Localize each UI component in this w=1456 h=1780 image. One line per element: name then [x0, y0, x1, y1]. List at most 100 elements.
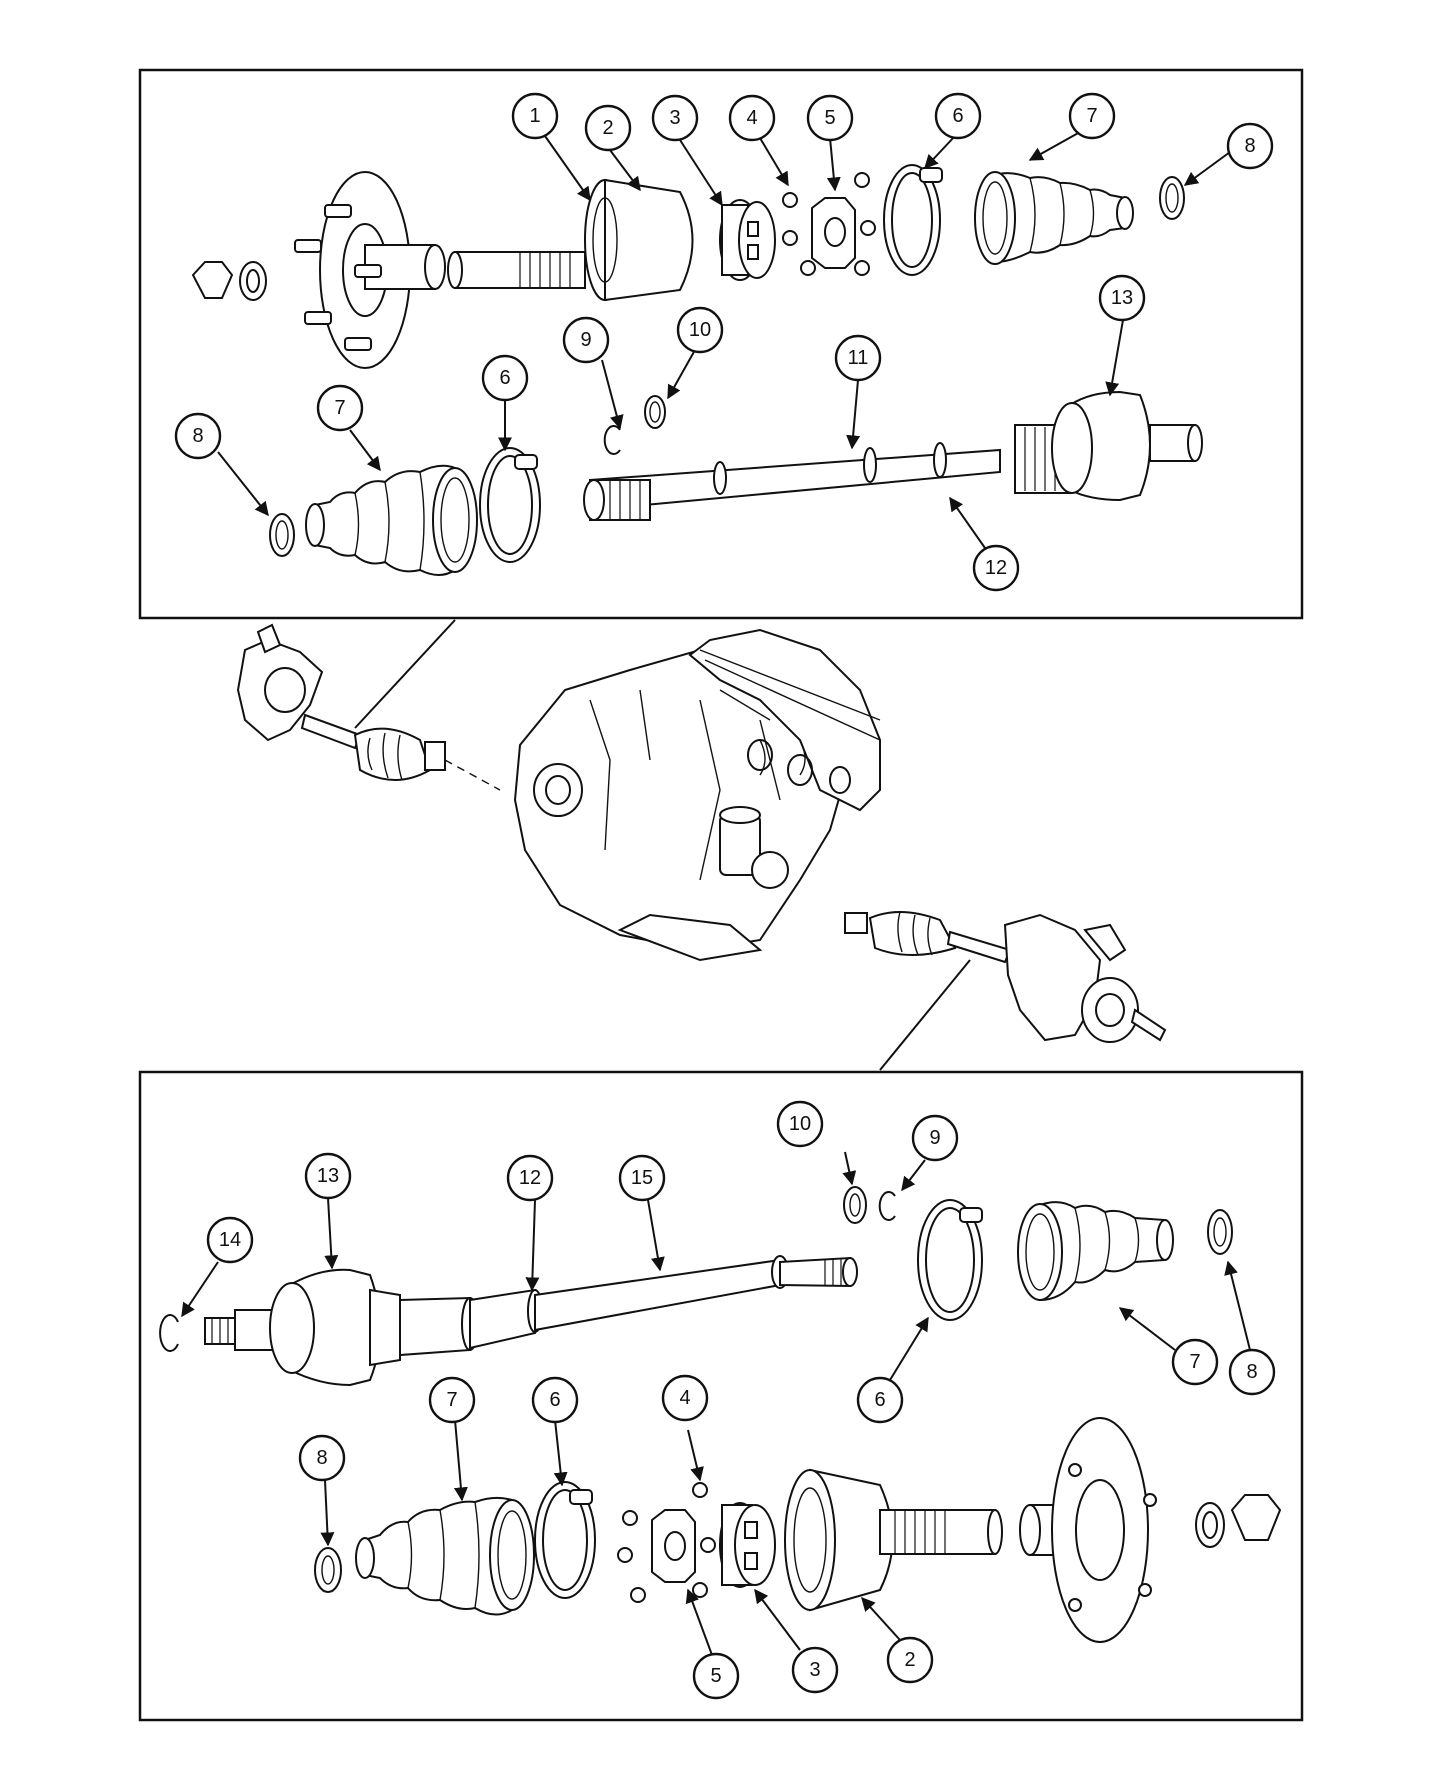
- svg-text:8: 8: [192, 425, 203, 447]
- halfshaft-top: [583, 442, 1001, 521]
- svg-text:13: 13: [1111, 287, 1133, 309]
- stop-ring-bottom: [843, 1186, 867, 1224]
- callout-1: 1: [511, 92, 559, 140]
- svg-text:2: 2: [602, 117, 613, 139]
- svg-text:8: 8: [1246, 1361, 1257, 1383]
- inner-cv-joint-top: [1014, 390, 1203, 502]
- callout-7: 7: [428, 1376, 476, 1424]
- halfshaft-bottom: [399, 1255, 858, 1357]
- callout-4: 4: [728, 94, 776, 142]
- svg-text:13: 13: [317, 1165, 339, 1187]
- callout-5: 5: [692, 1652, 740, 1700]
- svg-text:10: 10: [689, 319, 711, 341]
- svg-text:3: 3: [669, 107, 680, 129]
- bearing-cage-top: [719, 199, 776, 281]
- balls-top: [782, 172, 876, 276]
- callout-8: 8: [298, 1434, 346, 1482]
- callout-4: 4: [661, 1374, 709, 1422]
- wheel-hub-bottom: [1019, 1417, 1157, 1643]
- inner-race-top: [811, 197, 856, 269]
- axle-nut-top: [191, 261, 267, 301]
- leaders-top: [217, 131, 1231, 549]
- transaxle-assembly-view: [236, 619, 1167, 1071]
- callout-8: 8: [174, 412, 222, 460]
- boot-clamp-small-bottom-right: [1207, 1209, 1233, 1255]
- callout-11: 11: [834, 334, 882, 382]
- svg-text:5: 5: [824, 107, 835, 129]
- callout-5: 5: [806, 94, 854, 142]
- leaders-bottom: [181, 1151, 1251, 1656]
- svg-text:7: 7: [1189, 1351, 1200, 1373]
- axle-nut-bottom: [1195, 1494, 1282, 1548]
- callout-7: 7: [1171, 1338, 1219, 1386]
- callout-6: 6: [531, 1376, 579, 1424]
- svg-text:3: 3: [809, 1659, 820, 1681]
- svg-text:8: 8: [316, 1447, 327, 1469]
- callout-7: 7: [316, 384, 364, 432]
- callout-8: 8: [1228, 1348, 1276, 1396]
- cv-boot-top: [974, 171, 1134, 265]
- boot-clamp-small-top-right: [1159, 176, 1185, 220]
- svg-text:15: 15: [631, 1167, 653, 1189]
- callouts-top: 1 2 3 4 5 6 7 8 13 9 10 11 8 7 6 12: [174, 92, 1274, 592]
- callout-9: 9: [911, 1114, 959, 1162]
- boot-clamp-small-bottom-left: [314, 1547, 342, 1593]
- wheel-hub-top: [294, 171, 446, 369]
- svg-text:4: 4: [746, 107, 757, 129]
- callout-6: 6: [481, 354, 529, 402]
- callouts-bottom: 10 9 13 12 15 14 6 7 8 7 6 4 8 5 3 2: [206, 1100, 1276, 1700]
- boot-clamp-large-bottom-left: [534, 1481, 596, 1599]
- svg-text:12: 12: [519, 1167, 541, 1189]
- svg-text:7: 7: [1086, 105, 1097, 127]
- boot-clamp-large-top-left: [479, 447, 541, 563]
- callout-10: 10: [776, 1100, 824, 1148]
- callout-15: 15: [618, 1154, 666, 1202]
- svg-text:7: 7: [334, 397, 345, 419]
- svg-text:12: 12: [985, 557, 1007, 579]
- stop-ring-top: [644, 395, 666, 429]
- inner-race-bottom: [651, 1509, 696, 1583]
- callout-2: 2: [584, 104, 632, 152]
- inner-cv-joint-bottom: [204, 1268, 401, 1387]
- svg-text:6: 6: [952, 105, 963, 127]
- svg-text:6: 6: [499, 367, 510, 389]
- callout-12: 12: [506, 1154, 554, 1202]
- boot-clamp-large-bottom-right: [917, 1199, 983, 1321]
- svg-text:6: 6: [874, 1389, 885, 1411]
- callout-9: 9: [562, 316, 610, 364]
- svg-text:1: 1: [529, 105, 540, 127]
- callout-10: 10: [676, 306, 724, 354]
- bottom-panel-frame: [138, 1070, 1304, 1722]
- outer-cv-housing-bottom: [784, 1468, 1003, 1612]
- cv-boot-bottom-right: [1017, 1201, 1174, 1302]
- circlip-bottom: [878, 1191, 896, 1221]
- callout-7: 7: [1068, 92, 1116, 140]
- svg-text:14: 14: [219, 1229, 241, 1251]
- callout-13: 13: [304, 1152, 352, 1200]
- svg-text:10: 10: [789, 1113, 811, 1135]
- svg-text:5: 5: [710, 1665, 721, 1687]
- callout-6: 6: [856, 1376, 904, 1424]
- cv-boot-top-left: [305, 464, 478, 576]
- callout-2: 2: [886, 1636, 934, 1684]
- svg-text:6: 6: [549, 1389, 560, 1411]
- svg-text:4: 4: [679, 1387, 690, 1409]
- bearing-cage-bottom: [719, 1502, 776, 1588]
- top-panel-frame: [138, 68, 1304, 620]
- svg-text:7: 7: [446, 1389, 457, 1411]
- callout-14: 14: [206, 1216, 254, 1264]
- svg-text:11: 11: [848, 347, 869, 369]
- circlip-top: [603, 425, 621, 455]
- svg-text:9: 9: [929, 1127, 940, 1149]
- svg-text:8: 8: [1244, 135, 1255, 157]
- boot-clamp-small-top-left: [269, 513, 295, 557]
- balls-bottom: [617, 1482, 716, 1603]
- cv-boot-bottom-left: [355, 1496, 535, 1616]
- callout-8: 8: [1226, 122, 1274, 170]
- callout-12: 12: [972, 544, 1020, 592]
- callout-13: 13: [1098, 274, 1146, 322]
- svg-text:9: 9: [580, 329, 591, 351]
- boot-clamp-large-top: [883, 164, 943, 276]
- outer-cv-housing-top: [447, 178, 694, 302]
